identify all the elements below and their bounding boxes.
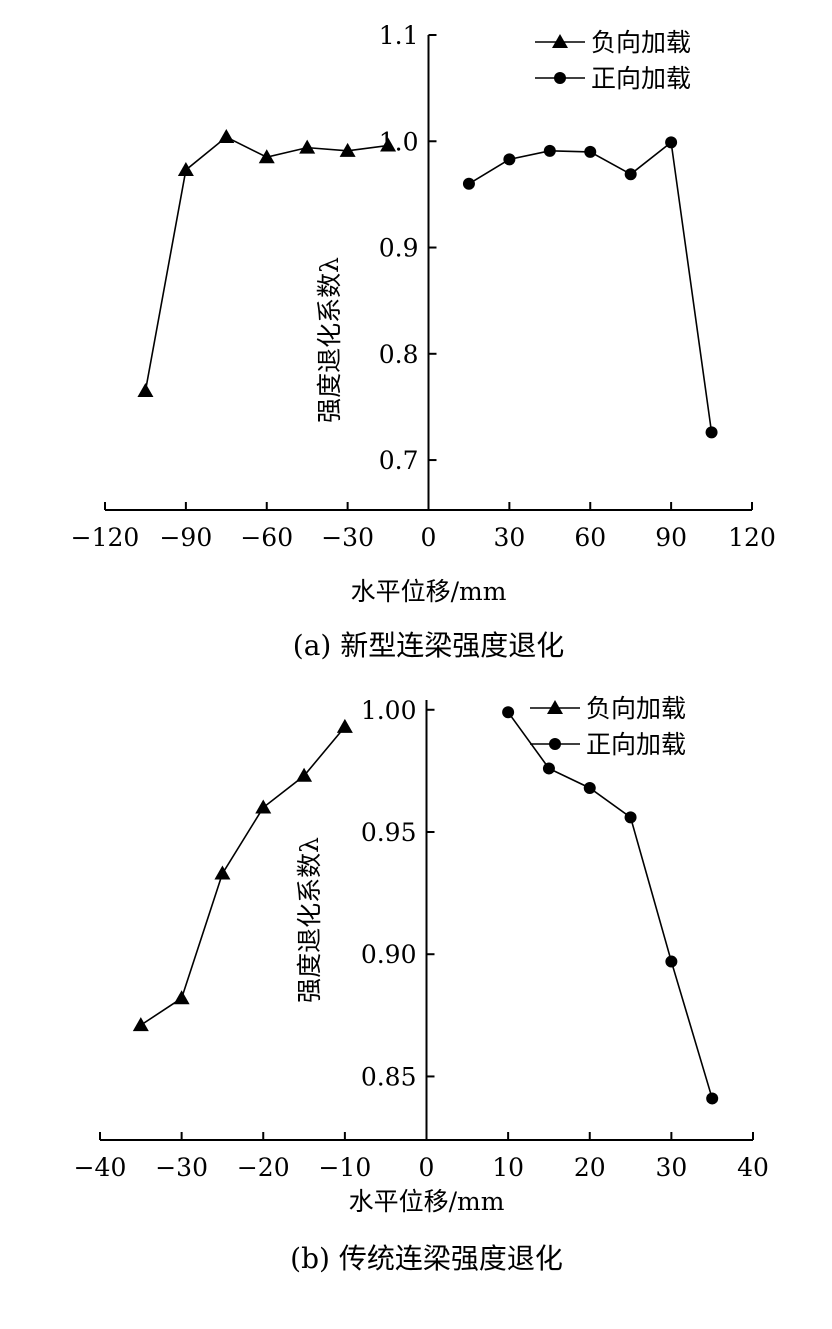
data-point	[132, 1017, 149, 1032]
data-point	[258, 149, 275, 164]
data-point	[503, 153, 516, 166]
y-tick-label: 0.8	[379, 340, 419, 369]
legend-marker	[547, 700, 563, 714]
x-tick-label: −40	[74, 1153, 127, 1182]
x-tick-label: 120	[728, 523, 776, 552]
series-negative	[137, 129, 397, 397]
y-tick-label: 0.85	[361, 1062, 417, 1091]
x-tick-label: −30	[321, 523, 374, 552]
data-point	[137, 382, 154, 397]
data-point	[706, 1092, 719, 1105]
data-point	[705, 426, 718, 439]
series-line	[507, 711, 713, 1099]
data-point	[173, 990, 190, 1005]
data-point	[336, 718, 353, 733]
legend-item: 正向加载	[530, 730, 686, 759]
data-point	[296, 767, 313, 782]
y-tick-label: 1.1	[379, 21, 419, 50]
x-axis-label: 水平位移/mm	[351, 577, 507, 606]
x-axis-label: 水平位移/mm	[349, 1187, 505, 1216]
series-positive	[462, 136, 718, 439]
y-tick-label: 0.9	[379, 234, 419, 263]
x-tick-label: 10	[492, 1153, 524, 1182]
data-point	[665, 136, 678, 149]
x-tick-label: 40	[737, 1153, 769, 1182]
legend-item: 正向加载	[535, 64, 691, 93]
chart-b: −40 −30 −20 −10 0 10 20 30 40 0.85 0.90 0.95 1.00 水平位…	[74, 694, 769, 1275]
x-tick-label: −10	[318, 1153, 371, 1182]
x-tick-label: 60	[574, 523, 606, 552]
x-tick-label: −120	[71, 523, 140, 552]
chart-a: −120 −90 −60 −30 0 30 60 90 120 0.7 0.8 0.9 1.0 1.1 水平…	[71, 21, 776, 662]
legend-label: 正向加载	[586, 730, 686, 759]
x-tick-label: −30	[155, 1153, 208, 1182]
legend-label: 负向加载	[591, 28, 691, 57]
legend-item: 负向加载	[530, 694, 686, 723]
data-point	[542, 762, 555, 775]
legend-item: 负向加载	[535, 28, 691, 57]
x-tick-label: 90	[655, 523, 687, 552]
y-axis-label: 强度退化系数λ	[295, 837, 324, 1003]
data-point	[177, 161, 194, 176]
series-negative	[132, 718, 353, 1032]
legend-marker	[549, 738, 561, 750]
data-point	[583, 782, 596, 794]
data-point	[584, 145, 597, 158]
y-tick-label: 1.00	[361, 696, 417, 725]
data-point	[462, 177, 475, 190]
x-tick-label: −20	[237, 1153, 290, 1182]
data-point	[299, 139, 316, 154]
x-tick-label: 0	[421, 523, 437, 552]
y-axis-label: 强度退化系数λ	[315, 257, 344, 423]
x-tick-label: 30	[655, 1153, 687, 1182]
data-point	[218, 129, 235, 144]
data-point	[339, 142, 356, 157]
y-tick-label: 1.0	[379, 127, 419, 156]
x-tick-label: −90	[159, 523, 212, 552]
series-positive	[502, 706, 719, 1105]
data-point	[502, 706, 515, 719]
data-point	[624, 168, 637, 181]
x-tick-label: −60	[240, 523, 293, 552]
series-line	[468, 140, 713, 433]
data-point	[380, 137, 397, 152]
y-tick-label: 0.95	[361, 818, 417, 847]
figure-caption: (a) 新型连梁强度退化	[293, 629, 564, 662]
data-point	[543, 144, 556, 157]
data-point	[624, 811, 637, 824]
data-point	[665, 955, 678, 968]
y-tick-label: 0.90	[361, 940, 417, 969]
legend-marker	[554, 72, 566, 84]
figure-caption: (b) 传统连梁强度退化	[290, 1242, 563, 1275]
x-tick-label: 30	[493, 523, 525, 552]
x-tick-label: 20	[574, 1153, 606, 1182]
legend-label: 正向加载	[591, 64, 691, 93]
legend-label: 负向加载	[586, 694, 686, 723]
y-tick-label: 0.7	[379, 446, 419, 475]
data-point	[255, 799, 272, 814]
x-tick-label: 0	[419, 1153, 435, 1182]
legend-marker	[552, 34, 568, 48]
data-point	[214, 865, 231, 880]
